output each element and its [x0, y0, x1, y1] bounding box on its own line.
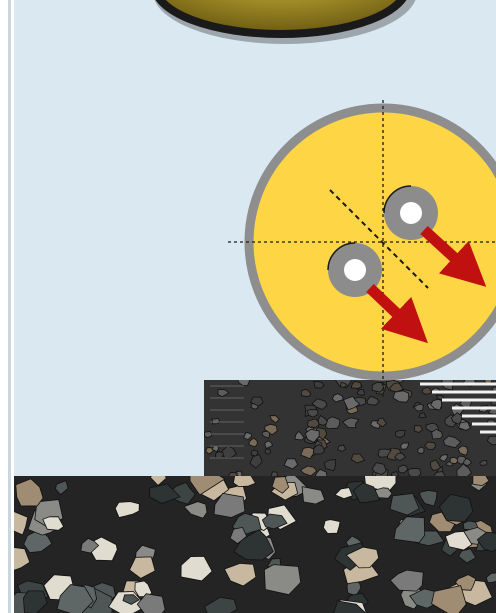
- upper-asphalt-layer: [204, 374, 496, 482]
- aggregate-stone: [204, 432, 212, 438]
- lower-asphalt-layer: [0, 465, 496, 613]
- aggregate-stone: [212, 418, 220, 423]
- aggregate-stone: [216, 452, 224, 458]
- left-margin-line: [8, 0, 11, 613]
- aggregate-stone: [323, 520, 340, 534]
- left-margin-strip: [0, 0, 14, 613]
